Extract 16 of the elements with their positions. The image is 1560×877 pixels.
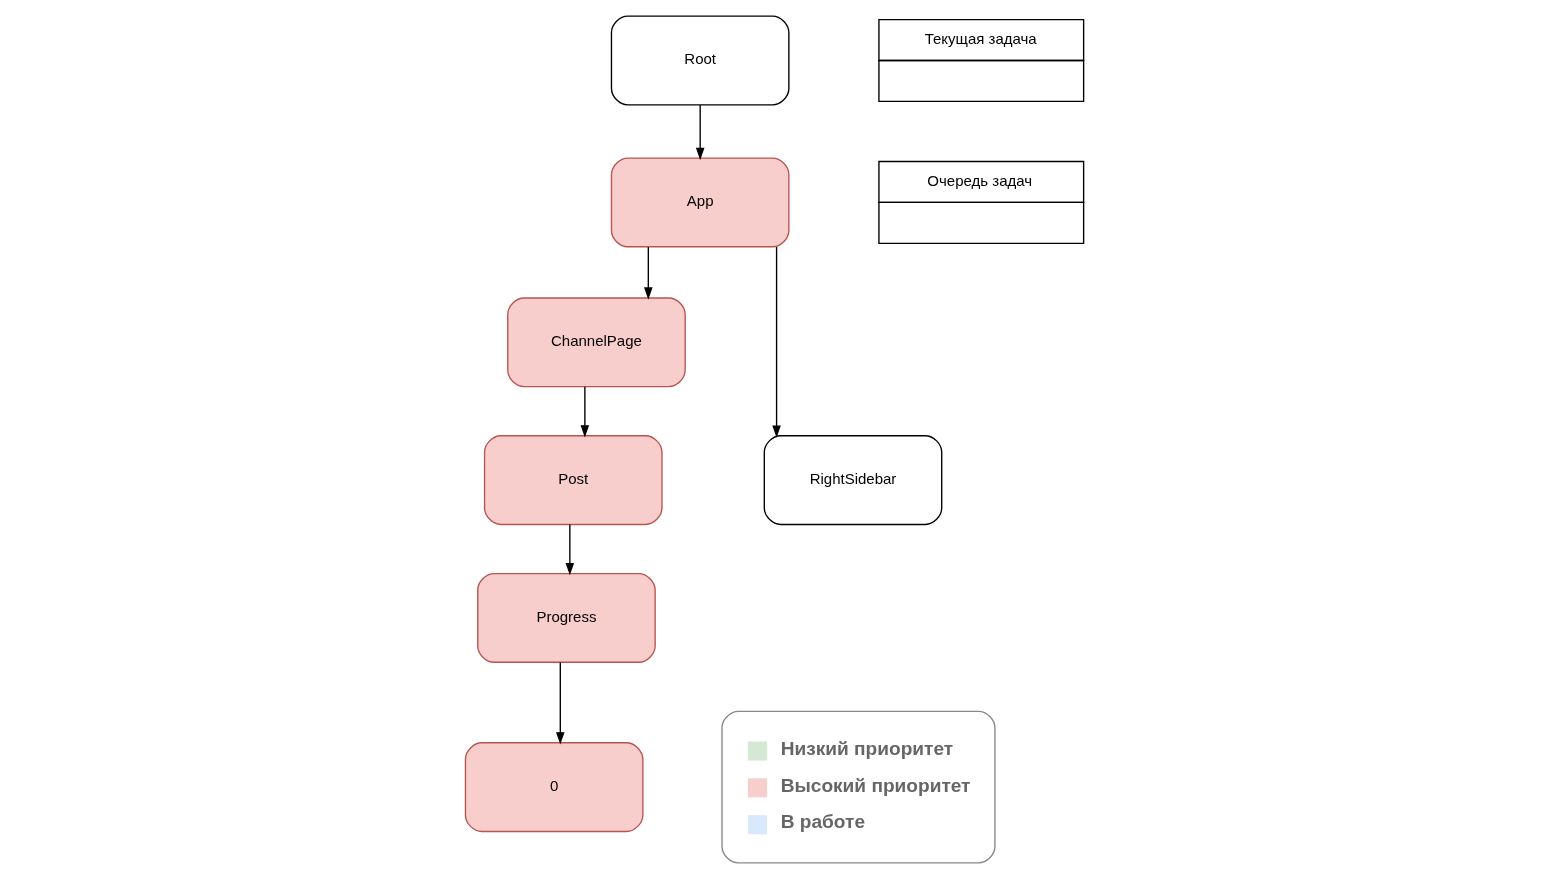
node-box: Root <box>610 15 790 106</box>
node-box: App <box>610 157 790 248</box>
legend-label: В работе <box>780 811 866 833</box>
arrow <box>644 246 653 300</box>
arrow <box>695 104 705 161</box>
legend-label: Низкий приоритет <box>780 737 954 759</box>
arrow <box>565 523 575 576</box>
node-box: Progress <box>477 572 656 663</box>
node-box: Post <box>483 435 663 526</box>
node-box: 0 <box>464 742 644 833</box>
arrow <box>580 386 590 438</box>
node-box: ChannelPage <box>507 297 686 388</box>
arrow <box>772 246 781 438</box>
node-box: RightSidebar <box>763 435 943 526</box>
legend-label: Высокий приоритет <box>780 774 971 796</box>
arrow <box>556 661 565 745</box>
